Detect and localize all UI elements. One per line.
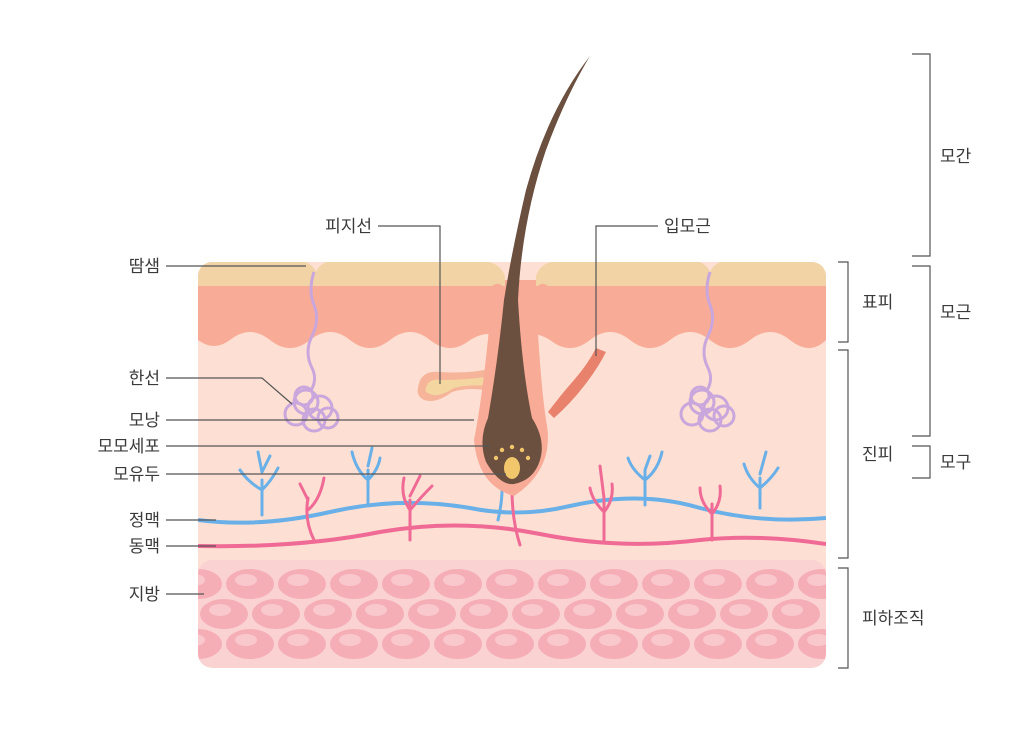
fat-cell-highlight: [339, 634, 361, 646]
fat-cell-highlight: [755, 574, 777, 586]
fat-cell-highlight: [755, 634, 777, 646]
fat-cell-highlight: [703, 634, 725, 646]
fat-cell-highlight: [417, 604, 439, 616]
dermal-papilla: [504, 457, 520, 479]
label-hair-shaft: 모간: [940, 147, 972, 167]
fat-cell-highlight: [391, 574, 413, 586]
fat-cell-highlight: [625, 604, 647, 616]
arrector-pili-muscle: [548, 348, 606, 418]
fat-cell-highlight: [287, 634, 309, 646]
fat-cell: [198, 627, 224, 661]
fat-cell-highlight: [573, 604, 595, 616]
fat-cell-highlight: [365, 604, 387, 616]
fat-cell-highlight: [339, 574, 361, 586]
fat-cell-highlight: [495, 634, 517, 646]
fat-cell-highlight: [287, 574, 309, 586]
artery: [198, 523, 826, 549]
fat-cell-highlight: [261, 604, 283, 616]
fat-cell-highlight: [807, 574, 826, 586]
label-artery: 동맥: [129, 537, 160, 557]
fat-cell-highlight: [235, 574, 257, 586]
fat-cell-highlight: [209, 604, 231, 616]
label-hair-follicle: 모낭: [129, 411, 161, 431]
stratum-corneum: [198, 262, 505, 286]
fat-cell-highlight: [313, 604, 335, 616]
leader-lines: [166, 225, 658, 595]
label-epidermis: 표피: [862, 293, 893, 313]
fat-cell-highlight: [521, 604, 543, 616]
label-sweat-gland-duct: 땀샘: [129, 257, 160, 277]
fat-cell-highlight: [729, 604, 751, 616]
fat-cell-highlight: [469, 604, 491, 616]
label-sweat-gland: 한선: [129, 369, 160, 389]
fat-cell-highlight: [703, 574, 725, 586]
fat-cell-highlight: [599, 634, 621, 646]
label-dermis: 진피: [862, 445, 893, 465]
fat-cell-highlight: [495, 574, 517, 586]
matrix-cells: [493, 444, 531, 461]
fat-cell-highlight: [235, 634, 257, 646]
sweat-gland-right: [679, 271, 736, 433]
label-dermal-papilla: 모유두: [113, 465, 160, 485]
label-vein: 정맥: [129, 511, 160, 531]
vein-capillaries: [238, 446, 780, 522]
layer-brackets: [838, 261, 849, 669]
sebaceous-gland: [417, 368, 496, 401]
label-hair-bulb: 모구: [940, 453, 971, 473]
fat-cell-highlight: [781, 604, 803, 616]
fat-cell: [198, 567, 224, 601]
stratum-corneum-right: [536, 262, 826, 286]
follicle-opening: [492, 283, 505, 300]
fat-cell-highlight: [198, 634, 205, 646]
fat-cell-highlight: [391, 634, 413, 646]
fat-cell-highlight: [547, 574, 569, 586]
hair-shaft: [482, 56, 590, 485]
label-fat: 지방: [129, 585, 161, 605]
label-arrector-pili: 입모근: [664, 217, 711, 237]
label-sebaceous-gland: 피지선: [325, 217, 372, 237]
fat-cell-highlight: [807, 634, 826, 646]
fat-cell-highlight: [677, 604, 699, 616]
label-matrix-cells: 모모세포: [97, 437, 160, 457]
fat-cell-highlight: [443, 634, 465, 646]
fat-cell-highlight: [599, 574, 621, 586]
fat-cell-highlight: [198, 574, 205, 586]
subcutaneous-fat: [198, 560, 826, 668]
fat-cell-highlight: [651, 634, 673, 646]
hair-part-brackets: [912, 53, 931, 479]
fat-cell-highlight: [651, 574, 673, 586]
hair-follicle: [474, 56, 590, 496]
fat-cell-highlight: [443, 574, 465, 586]
fat-cell-highlight: [547, 634, 569, 646]
label-hair-root: 모근: [940, 303, 971, 323]
label-subcutis: 피하조직: [862, 609, 925, 629]
